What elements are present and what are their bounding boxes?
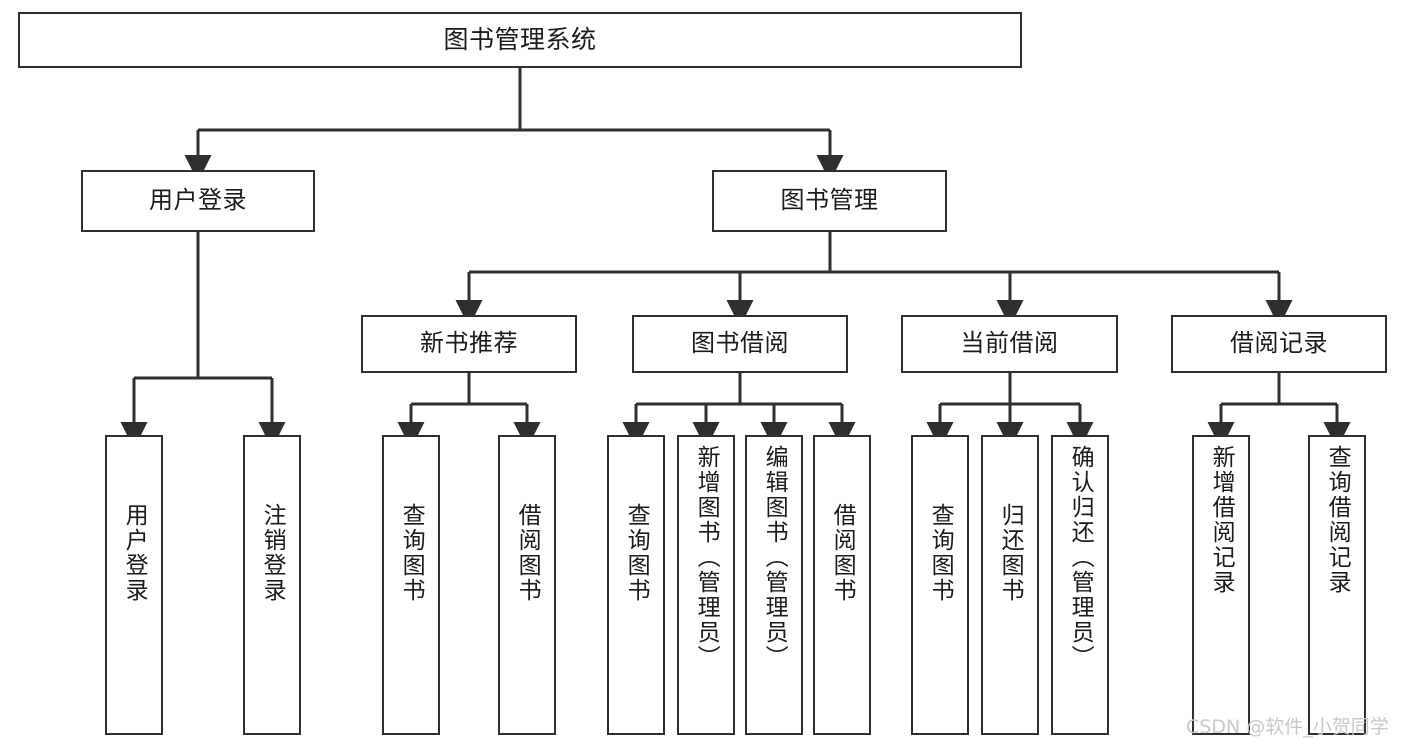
- node-label: 归还图书: [997, 503, 1024, 603]
- leaf-borrow-book[interactable]: 借阅图书: [813, 435, 871, 735]
- node-book-borrow[interactable]: 图书借阅: [632, 315, 848, 373]
- leaf-borrow-book-recommend[interactable]: 借阅图书: [498, 435, 556, 735]
- node-label: 编辑图书（管理员）: [761, 445, 788, 670]
- node-label: 注销登录: [259, 503, 286, 603]
- node-label: 用户登录: [121, 503, 148, 603]
- node-label: 查询图书: [927, 503, 954, 603]
- node-label: 图书借阅: [691, 329, 789, 358]
- node-label: 图书管理: [780, 186, 879, 215]
- leaf-user-login[interactable]: 用户登录: [105, 435, 163, 735]
- node-label: 借阅记录: [1230, 329, 1328, 358]
- node-root-book-management-system[interactable]: 图书管理系统: [18, 12, 1022, 68]
- leaf-query-book-current[interactable]: 查询图书: [911, 435, 969, 735]
- leaf-return-book[interactable]: 归还图书: [981, 435, 1039, 735]
- node-user-login[interactable]: 用户登录: [81, 170, 315, 232]
- leaf-logout-login[interactable]: 注销登录: [243, 435, 301, 735]
- leaf-add-book[interactable]: 新增图书（管理员）: [677, 435, 735, 735]
- node-label: 新增借阅记录: [1208, 445, 1235, 595]
- node-current-borrow[interactable]: 当前借阅: [901, 315, 1118, 373]
- leaf-add-borrow-record[interactable]: 新增借阅记录: [1192, 435, 1250, 735]
- node-label: 图书管理系统: [443, 24, 597, 54]
- node-label: 用户登录: [149, 186, 247, 215]
- node-new-book-recommend[interactable]: 新书推荐: [361, 315, 577, 373]
- node-label: 当前借阅: [960, 329, 1059, 358]
- node-label: 确认归还（管理员）: [1067, 445, 1094, 670]
- leaf-query-book-recommend[interactable]: 查询图书: [382, 435, 440, 735]
- node-book-management[interactable]: 图书管理: [712, 170, 947, 232]
- leaf-query-borrow-record[interactable]: 查询借阅记录: [1308, 435, 1366, 735]
- leaf-edit-book[interactable]: 编辑图书（管理员）: [745, 435, 803, 735]
- node-label: 查询图书: [398, 503, 425, 603]
- leaf-query-book-borrow[interactable]: 查询图书: [607, 435, 665, 735]
- node-borrow-record[interactable]: 借阅记录: [1171, 315, 1387, 373]
- node-label: 借阅图书: [829, 503, 856, 603]
- node-label: 查询借阅记录: [1324, 445, 1351, 595]
- csdn-watermark: CSDN @软件_小贺同学: [1186, 716, 1389, 738]
- node-label: 新增图书（管理员）: [693, 445, 720, 670]
- node-label: 新书推荐: [420, 329, 518, 358]
- node-label: 查询图书: [623, 503, 650, 603]
- leaf-confirm-return[interactable]: 确认归还（管理员）: [1051, 435, 1109, 735]
- node-label: 借阅图书: [514, 503, 541, 603]
